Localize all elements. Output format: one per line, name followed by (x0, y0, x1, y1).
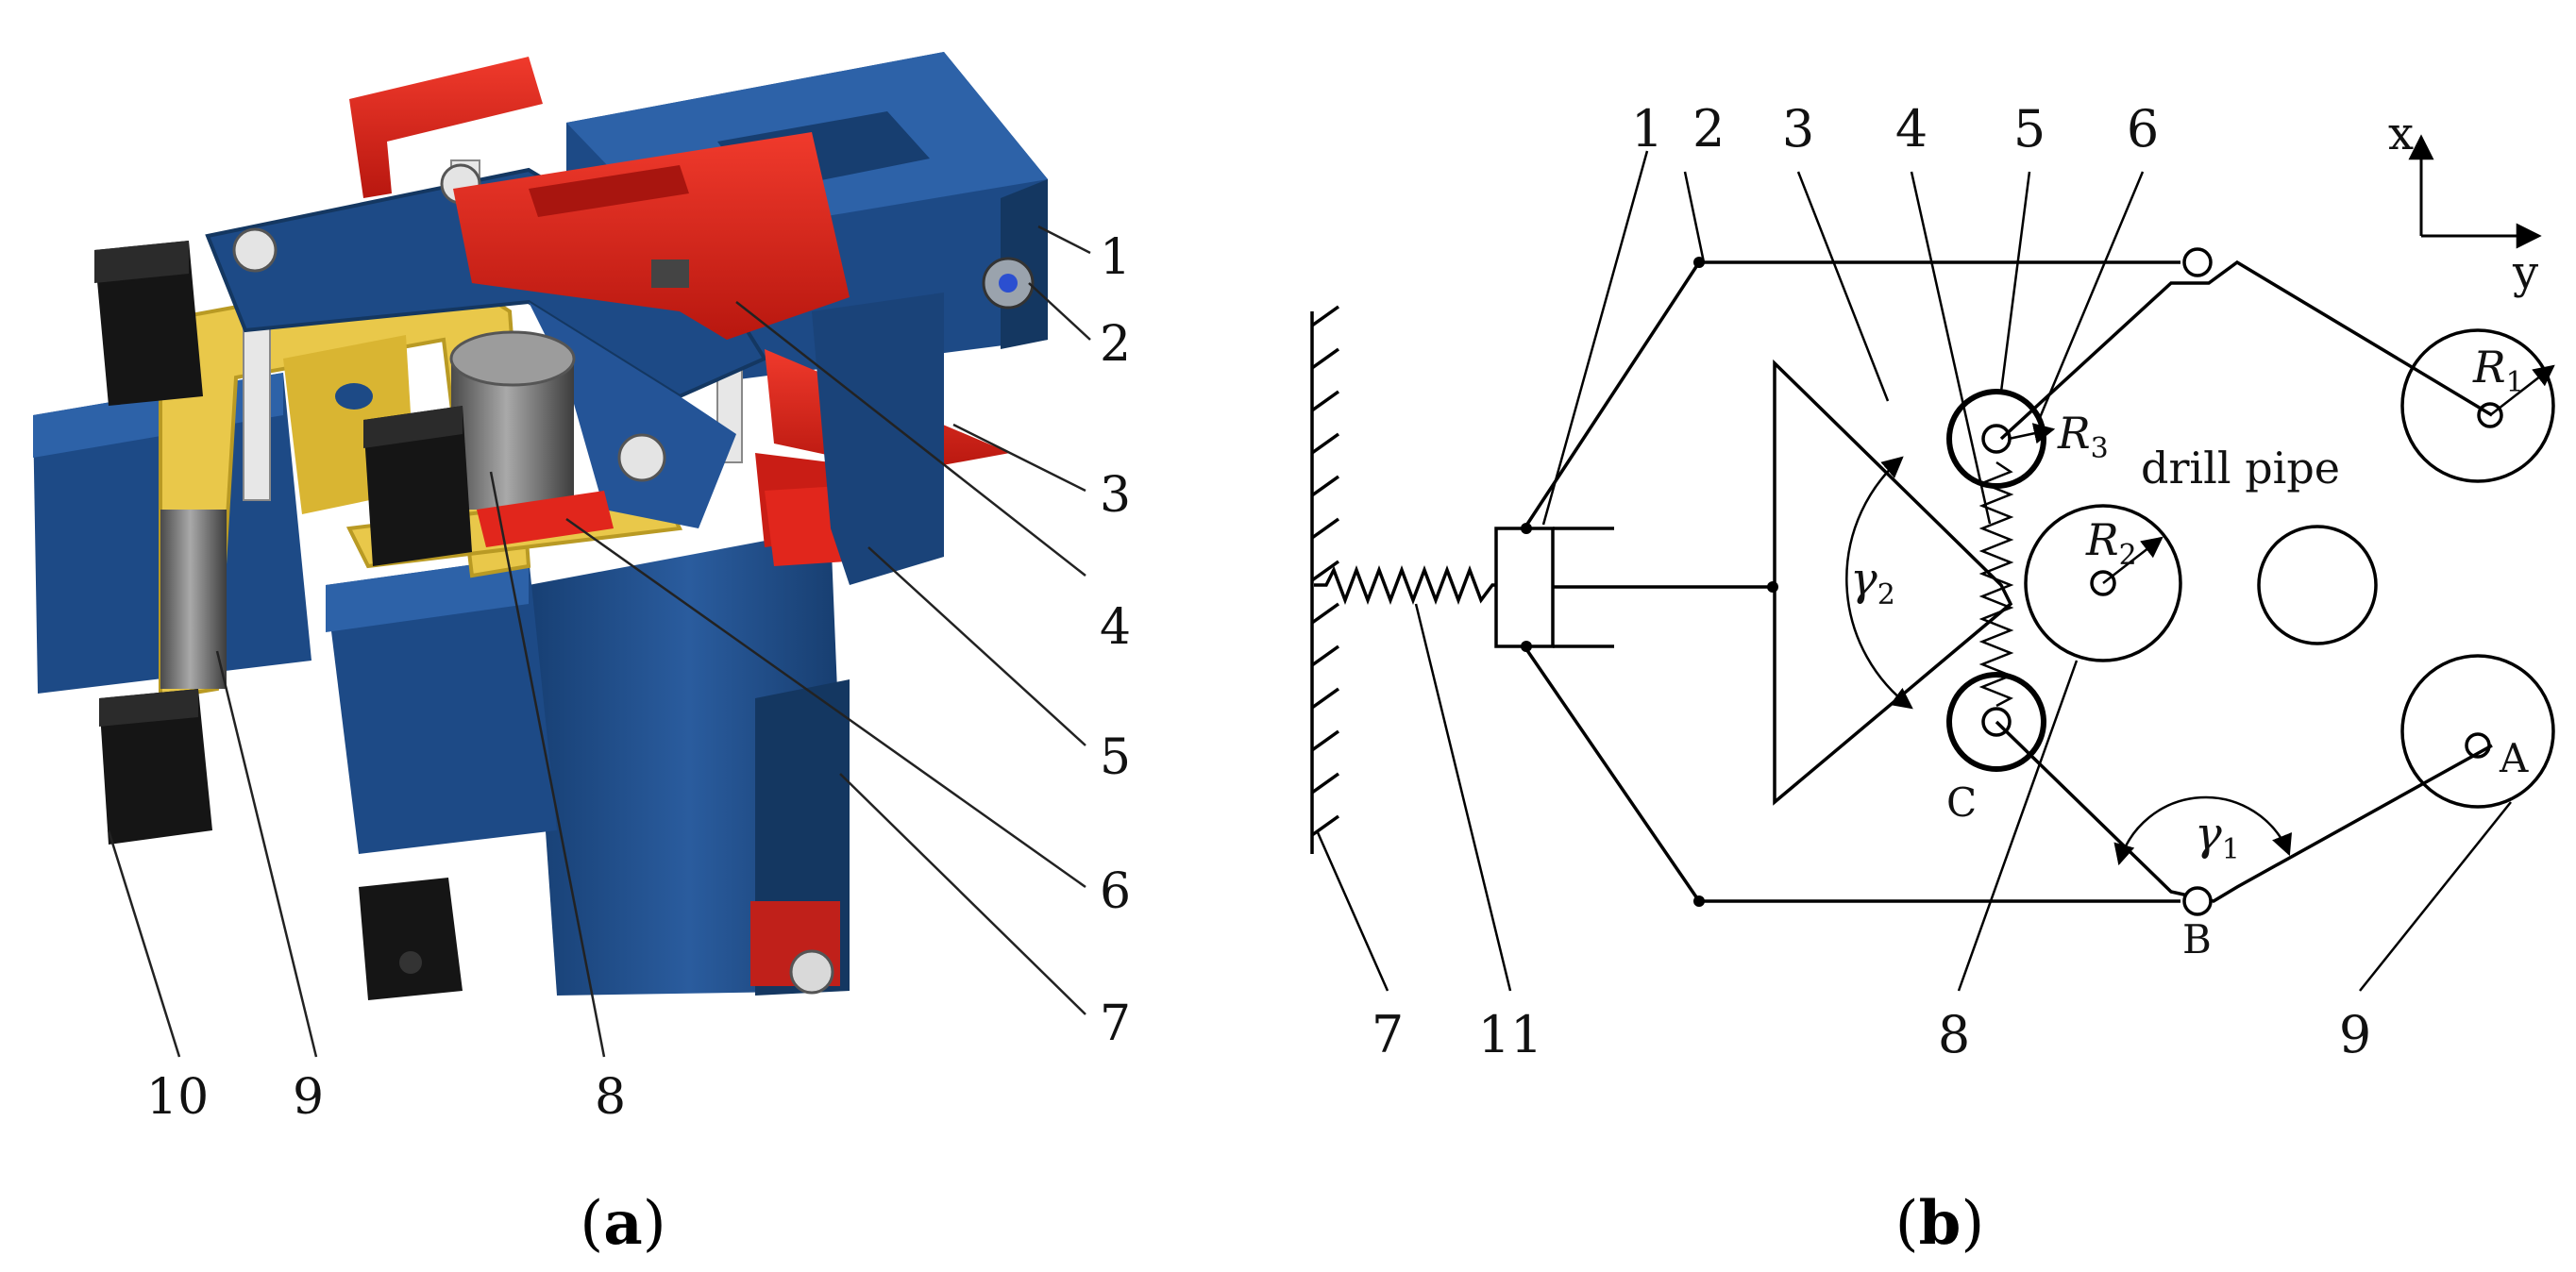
r1-label: R1 (2472, 342, 2524, 399)
panel-a-3d-model: 1 2 3 4 5 6 7 8 9 10 (a) (33, 52, 1131, 1259)
label-a-1: 1 (1100, 229, 1131, 286)
label-b-7: 7 (1372, 1005, 1404, 1064)
label-b-2: 2 (1692, 99, 1725, 159)
leader-lines-b (1315, 150, 2512, 992)
label-b-9: 9 (2339, 1005, 2371, 1064)
r3-indicator (2008, 423, 2056, 444)
slider-block (1494, 527, 1775, 648)
label-b-11: 11 (1478, 1005, 1543, 1064)
drill-pipe-circle (2257, 525, 2378, 645)
label-a-5: 5 (1100, 729, 1131, 786)
pivot-b (2182, 886, 2213, 916)
axis-x-label: x (2388, 108, 2414, 160)
gamma2-arc (1845, 456, 1913, 710)
label-b-4: 4 (1895, 99, 1928, 159)
point-a-label: A (2499, 735, 2529, 781)
lower-box (326, 557, 557, 854)
label-b-5: 5 (2013, 99, 2046, 159)
label-a-8: 8 (595, 1069, 626, 1126)
r2-label: R2 (2085, 514, 2137, 572)
spring-4 (1978, 460, 2014, 708)
left-motors (94, 241, 463, 1000)
caption-b: (b) (1895, 1188, 1985, 1259)
panel-b-schematic (1310, 134, 2555, 992)
gear-r2 (2024, 504, 2182, 662)
label-a-2: 2 (1100, 316, 1131, 373)
part-labels-a: 1 2 3 4 5 6 7 8 9 10 (146, 229, 1131, 1126)
upper-swing-arm (1999, 259, 2493, 441)
center-column (529, 528, 850, 996)
red-top-clamp (349, 57, 850, 340)
label-b-6: 6 (2127, 99, 2159, 159)
label-a-3: 3 (1100, 467, 1131, 524)
label-a-10: 10 (146, 1069, 209, 1126)
left-grey-cylinder (160, 510, 227, 689)
r3-label: R3 (2057, 408, 2109, 465)
label-b-1: 1 (1631, 99, 1663, 159)
leader-lines (107, 225, 1091, 1058)
gamma2-label: γ2 (1850, 553, 1895, 611)
label-a-9: 9 (293, 1069, 324, 1126)
gamma1-arc (2113, 795, 2292, 866)
drill-pipe-label: drill pipe (2141, 443, 2340, 494)
label-a-4: 4 (1100, 599, 1131, 656)
grey-motor (449, 330, 614, 547)
fixed-wall (1310, 305, 1340, 854)
gamma1-label: γ1 (2195, 808, 2240, 866)
panel-b-labels: 1 2 3 4 5 6 7 11 8 9 x y R1 R2 R3 γ1 γ2 … (1372, 99, 2538, 1259)
axis-y-label: y (2512, 246, 2538, 299)
label-b-3: 3 (1782, 99, 1814, 159)
caption-a: (a) (580, 1188, 665, 1259)
clamp-roller-a (2400, 654, 2555, 809)
label-b-8: 8 (1938, 1005, 1970, 1064)
pivot-upper (2182, 247, 2213, 277)
side-bracket (812, 293, 944, 585)
point-b-label: B (2182, 916, 2212, 962)
spring-11 (1314, 565, 1496, 605)
lower-roller-c (1946, 672, 2046, 772)
coordinate-axes (2408, 134, 2542, 249)
lower-swing-arm (1995, 720, 2493, 903)
label-a-7: 7 (1100, 996, 1131, 1052)
label-a-6: 6 (1100, 863, 1131, 920)
clamp-roller-upper (2400, 328, 2555, 483)
point-c-label: C (1946, 779, 1977, 826)
middle-motor (363, 406, 472, 566)
